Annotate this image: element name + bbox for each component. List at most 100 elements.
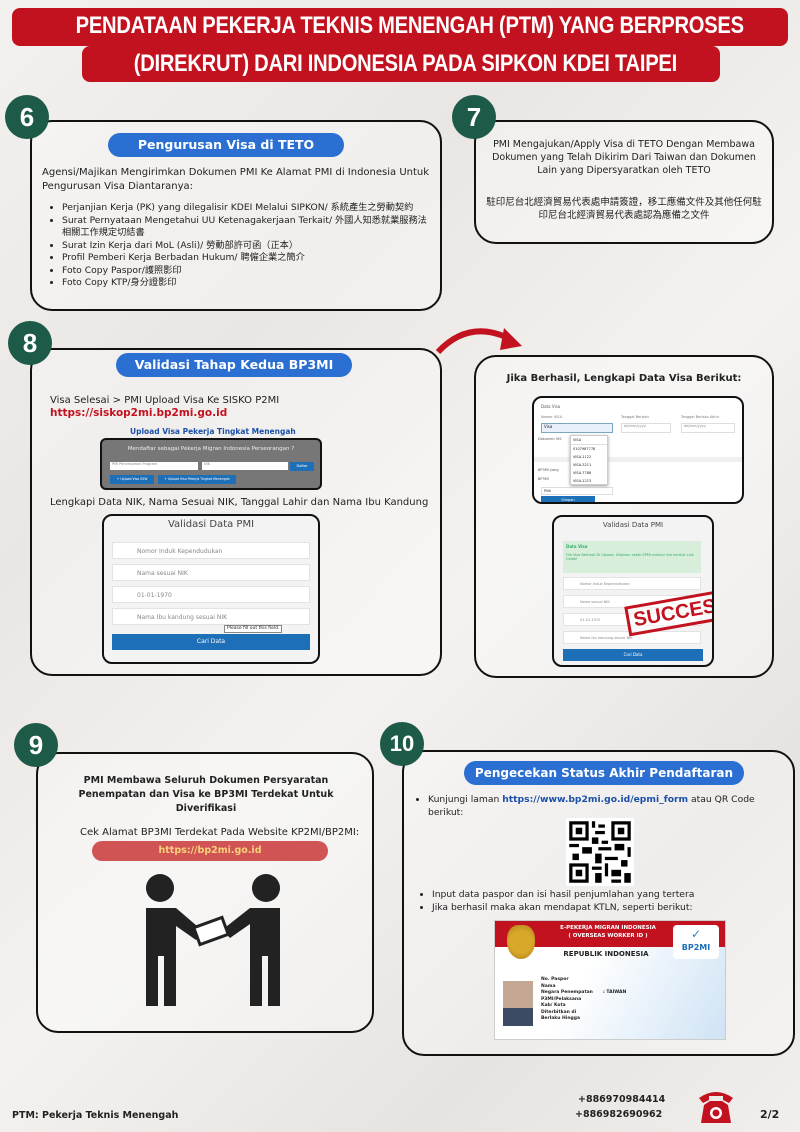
card-header-2: ( OVERSEAS WORKER ID ) [568,933,648,939]
step-10-number: 10 [380,722,424,766]
phone-1[interactable]: +886970984414 [578,1094,666,1105]
step-10-list-1: Kunjungi laman https://www.bp2mi.go.id/e… [414,794,792,819]
card-label: No. Paspor [541,977,569,982]
bp3mi-section-label: BP3MI yang [538,468,559,472]
birthdate-field[interactable]: 01-01-1970 [112,586,310,603]
result-title: Validasi Data PMI [602,521,664,529]
dropdown-option[interactable]: VISA-7788 [573,471,592,475]
tanggal-akhir-input[interactable]: dd/mm/yyyy [681,423,735,433]
card-photo [503,981,533,1026]
dropdown-option[interactable]: 0107987778 [573,447,596,451]
upload-visa-ssw-button[interactable]: + Upload Visa SSW [110,475,154,484]
phone-2[interactable]: +886982690962 [575,1109,663,1120]
upload-heading: Mendaftar sebagai Pekerja Migran Indones… [127,446,295,452]
nik-input[interactable]: NIK [202,462,288,470]
title-band-2: (DIREKRUT) DARI INDONESIA PADA SIPKON KD… [82,46,720,82]
step-8-card: Validasi Tahap Kedua BP3MI Visa Selesai … [30,348,442,676]
garuda-emblem-icon [507,925,535,959]
step-6-intro: Agensi/Majikan Mengirimkan Dokumen PMI K… [42,167,430,192]
success-result-screenshot: Validasi Data PMI Data Visa File Visa Be… [552,515,714,667]
alert-title: Data Visa [566,544,588,549]
telephone-icon [699,1092,733,1123]
list-item: Perjanjian Kerja (PK) yang dilegalisir K… [62,202,432,215]
simpan-button[interactable]: Simpan [541,496,595,502]
card-header-1: E-PEKERJA MIGRAN INDONESIA [560,925,656,931]
page-number: 2/2 [760,1108,780,1121]
upload-visa-ptm-button[interactable]: + Upload Visa Pekerja Tingkat Menengah [158,475,236,484]
epmi-form-link[interactable]: https://www.bp2mi.go.id/epmi_form [502,794,689,805]
nomor-visa-input[interactable]: Visa [541,423,613,433]
cari-data-button[interactable]: Cari Data [112,634,310,650]
bp2mi-logo-text: BP2MI [681,943,711,952]
step-6-number: 6 [5,95,49,139]
list-item: Profil Pemberi Kerja Berbadan Hukum/ 聘僱企… [62,252,432,265]
card-labels: No. Paspor Nama Negara Penempatan P3MI/P… [541,977,593,1023]
step-9-card: PMI Membawa Seluruh Dokumen Persyaratan … [36,752,374,1033]
daftar-button[interactable]: Daftar [290,462,314,471]
step-6-card: Pengurusan Visa di TETO Agensi/Majikan M… [30,120,442,311]
dropdown-option[interactable]: VISA-1213 [573,479,592,483]
title-band-1: PENDATAAN PEKERJA TEKNIS MENENGAH (PTM) … [12,8,788,46]
card-country: REPUBLIK INDONESIA [563,950,649,958]
dropdown-option[interactable]: VISA-1122 [573,455,592,459]
nik-field[interactable]: Nomor Induk Kependudukan [563,577,701,590]
divider [534,457,742,462]
footer-note: PTM: Pekerja Teknis Menengah [12,1110,179,1121]
validasi-form-screenshot: Validasi Data PMI Nomor Induk Kependuduk… [102,514,320,664]
nik-field[interactable]: Nomor Induk Kependudukan [112,542,310,559]
step-10-title: Pengecekan Status Akhir Pendaftaran [464,761,744,785]
step-7-text-id: PMI Mengajukan/Apply Visa di TETO Dengan… [492,139,756,176]
card-label: P3MI/Pelaksana [541,996,582,1002]
bullet-text: atau QR Code berikut: [428,794,755,818]
step-7-text-zh: 駐印尼台北經濟貿易代表處申請簽證，移工應備文件及其他任何駐印尼台北經濟貿易代表處… [486,197,762,221]
step-8-line-1: Visa Selesai > PMI Upload Visa Ke SISKO … [50,395,280,406]
step-8-line-2: Lengkapi Data NIK, Nama Sesuai NIK, Tang… [50,497,429,508]
tanggal-berlaku-label: Tanggal Berlaku [621,415,649,419]
dropdown-option[interactable]: VISA [571,436,607,445]
cari-data-button[interactable]: Cari Data [563,649,703,661]
step-8-number: 8 [8,321,52,365]
card-label: Berlaku Hingga [541,1016,581,1021]
step-6-document-list: Perjanjian Kerja (PK) yang dilegalisir K… [48,202,432,290]
tanggal-berlaku-input[interactable]: dd/mm/yyyy [621,423,671,433]
dropdown-option[interactable]: VISA-3211 [573,463,592,467]
card-label: Nama [541,983,556,989]
nomor-visa-label: Nomor VISA [541,415,562,419]
visa-success-card: Jika Berhasil, Lengkapi Data Visa Beriku… [474,355,774,678]
bp3mi-select[interactable]: Pilih [541,487,613,495]
ibu-kandung-field[interactable]: Nama Ibu kandung sesuai NIK [112,608,310,625]
list-item: Kunjungi laman https://www.bp2mi.go.id/e… [428,794,792,819]
step-7-card: PMI Mengajukan/Apply Visa di TETO Dengan… [474,120,774,244]
list-item: Foto Copy Paspor/護照影印 [62,265,432,278]
step-10-list-2: Input data paspor dan isi hasil penjumla… [418,889,788,914]
card-label: Kab/ Kota [541,1003,566,1008]
bp3mi-label: BP3MI [538,477,549,481]
dokumen-visa-label: Dokumen VIS [538,437,562,441]
visa-dropdown[interactable]: VISA 0107987778 VISA-1122 VISA-3211 VISA… [570,435,608,485]
step-7-number: 7 [452,95,496,139]
form-title: Validasi Data PMI [167,519,255,530]
people-exchanging-documents-icon [146,874,280,1006]
step-9-check-text: Cek Alamat BP3MI Terdekat Pada Website K… [80,827,360,838]
alert-text: File Visa Berhasil Di Upload. Silahkan c… [566,553,694,561]
upload-screenshot: Mendaftar sebagai Pekerja Migran Indones… [100,438,322,490]
list-item: Foto Copy KTP/身分證影印 [62,277,432,290]
list-item: Surat Izin Kerja dari MoL (Asli)/ 勞動部許可函… [62,240,432,253]
step-9-number: 9 [14,723,58,767]
nama-field[interactable]: Nama sesuai NIK [112,564,310,581]
qr-code-icon[interactable] [566,818,634,886]
bullet-text: Kunjungi laman [428,794,503,805]
visa-form-screenshot: Data Visa Nomor VISA Visa Tanggal Berlak… [532,396,744,504]
title-line-1: PENDATAAN PEKERJA TEKNIS MENENGAH (PTM) … [75,12,744,39]
bp2mi-logo-mark-icon: ✓ [690,927,702,941]
success-panel-title: Jika Berhasil, Lengkapi Data Visa Beriku… [506,373,742,384]
bp2mi-link[interactable]: https://bp2mi.go.id [92,841,328,861]
step-9-heading: PMI Membawa Seluruh Dokumen Persyaratan … [78,775,334,814]
step-8-title: Validasi Tahap Kedua BP3MI [116,353,352,377]
title-line-2: (DIREKRUT) DARI INDONESIA PADA SIPKON KD… [133,50,677,77]
program-select[interactable]: PMI Penempatan Program [110,462,198,470]
tanggal-akhir-label: Tanggal Berlaku Akhir [681,415,720,419]
siskop2mi-link[interactable]: https://siskop2mi.bp2mi.go.id [50,407,228,419]
data-visa-alert: Data Visa File Visa Berhasil Di Upload. … [563,541,701,573]
card-label: Diterbitkan di [541,1009,577,1015]
